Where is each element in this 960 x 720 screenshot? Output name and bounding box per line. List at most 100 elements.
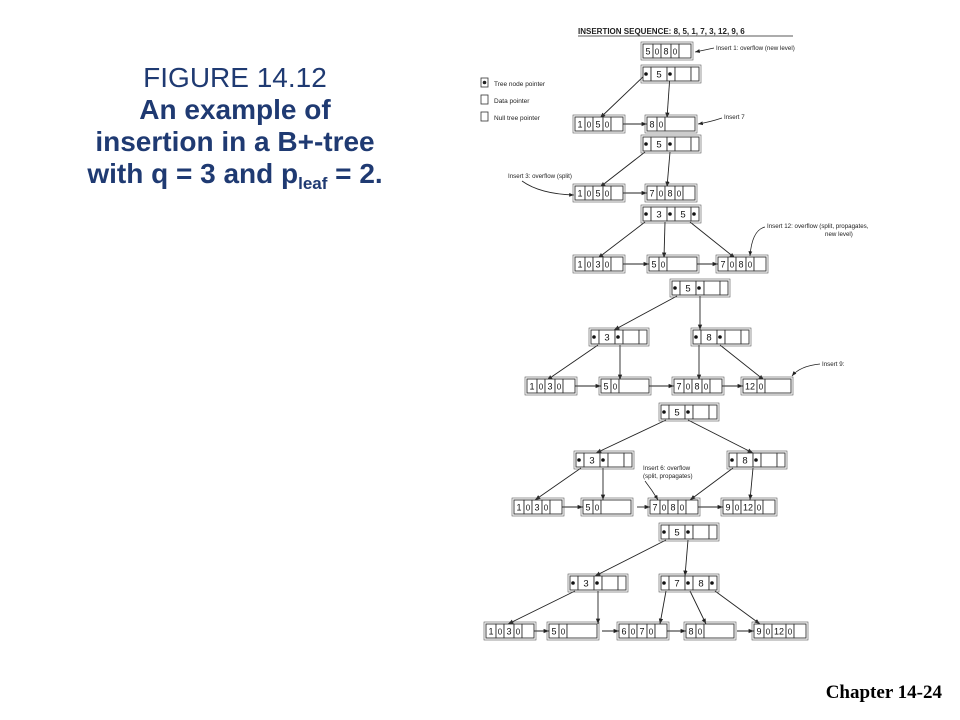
leaf-node-frame [683, 621, 737, 641]
empty-key-cell [692, 404, 710, 420]
null-pointer-cell [708, 404, 718, 420]
internal-key-label: 5 [674, 528, 679, 539]
null-pointer-cell [719, 280, 729, 296]
annotation-insert-7-arrow [697, 117, 723, 126]
internal-key-label: 5 [685, 284, 690, 295]
tree-pointer-dot [662, 410, 666, 414]
leaf-node-frame [646, 254, 700, 274]
internal-node-frame [640, 64, 702, 84]
data-pointer-label: 0 [587, 121, 592, 130]
legend-tree-pointer-label: Tree node pointer [494, 81, 546, 88]
leaf-next-pointer-cell [685, 499, 699, 515]
tree-pointer-dot [644, 72, 648, 76]
leaf-next-pointer-cell [562, 378, 576, 394]
leaf-node-frame [572, 114, 626, 134]
insertion-sequence-heading: INSERTION SEQUENCE: 8, 5, 1, 7, 3, 12, 9… [578, 27, 745, 36]
data-pointer-label: 0 [539, 383, 544, 392]
edge [687, 419, 754, 454]
leaf-key-label: 5 [551, 627, 556, 637]
data-pointer-label: 0 [631, 628, 636, 637]
data-pointer-label: 0 [605, 190, 610, 199]
edge [599, 151, 646, 188]
internal-key-label: 7 [674, 579, 679, 590]
edge [534, 467, 582, 501]
tree-pointer-dot [673, 286, 677, 290]
internal-key-label: 3 [656, 210, 661, 221]
leaf-key-label: 1 [529, 382, 534, 392]
annotation-insert-6-arrow [644, 480, 659, 501]
data-pointer-label: 0 [587, 261, 592, 270]
leaf-node-frame [616, 621, 670, 641]
internal-node-frame [640, 204, 702, 224]
leaf-node-frame [671, 376, 725, 396]
internal-node: 5 [640, 134, 702, 154]
leaf-key-label: 5 [603, 382, 608, 392]
tree-pointer-dot [662, 530, 666, 534]
internal-node-frame [588, 327, 650, 347]
empty-key-cell [703, 280, 721, 296]
edge [594, 539, 667, 577]
leaf-node-frame [640, 41, 694, 61]
leaf-next-pointer-cell [521, 623, 535, 639]
tree-pointer-dot [730, 458, 734, 462]
leaf-key-label: 1 [516, 503, 521, 513]
leaf-key-label: 3 [534, 503, 539, 513]
internal-key-label: 3 [589, 456, 594, 467]
leaf-node-frame [572, 183, 626, 203]
internal-node-frame [669, 278, 731, 298]
edge [507, 590, 576, 625]
tree-pointer-dot [694, 335, 698, 339]
data-pointer-label: 0 [544, 504, 549, 513]
leaf-key-label: 5 [585, 503, 590, 513]
leaf-key-label: 8 [649, 120, 654, 130]
leaf-next-pointer-cell [762, 499, 776, 515]
data-pointer-label: 0 [661, 261, 666, 270]
leaf-node-frame [644, 183, 698, 203]
null-pointer-cell [638, 329, 648, 345]
leaf-next-pointer-cell [753, 256, 767, 272]
leaf-key-label: 9 [725, 503, 730, 513]
leaf-key-label: 1 [488, 627, 493, 637]
internal-key-label: 5 [674, 408, 679, 419]
edge [748, 467, 754, 501]
data-pointer-label: 0 [673, 48, 678, 57]
data-pointer-label: 0 [516, 628, 521, 637]
data-pointer-label: 0 [680, 504, 685, 513]
caption-line-4-post: = 2. [327, 158, 383, 189]
tree-pointer-dot [644, 212, 648, 216]
leaf-key-label: 8 [738, 260, 743, 270]
internal-key-label: 5 [680, 210, 685, 221]
leaf-key-label: 3 [595, 260, 600, 270]
tree-pointer-dot [718, 335, 722, 339]
leaf-next-pointer-cell [654, 623, 668, 639]
data-pointer-label: 0 [662, 504, 667, 513]
empty-key-cell [601, 575, 619, 591]
internal-node: 5 [658, 522, 720, 542]
annotation-insert-9-arrow [791, 363, 821, 377]
tree-pointer-dot [595, 581, 599, 585]
edge [595, 419, 667, 454]
legend: Tree node pointer Data pointer Null tree… [480, 77, 546, 122]
leaf-next-pointer-cell [703, 623, 735, 639]
annotation-insert-3-arrow [521, 180, 575, 197]
leaf-key-label: 6 [621, 627, 626, 637]
tree-pointer-dot [668, 212, 672, 216]
leaf-key-label: 7 [652, 503, 657, 513]
leaf-node-frame [598, 376, 652, 396]
leaf-key-label: 1 [577, 120, 582, 130]
leaf-node-frame [647, 497, 701, 517]
edge [689, 221, 736, 259]
annotation-insert-6-cont: (split, propagates) [643, 473, 693, 480]
leaf-node-frame [546, 621, 600, 641]
internal-key-label: 3 [583, 579, 588, 590]
tree-pointer-dot [710, 581, 714, 585]
leaf-key-label: 8 [670, 503, 675, 513]
